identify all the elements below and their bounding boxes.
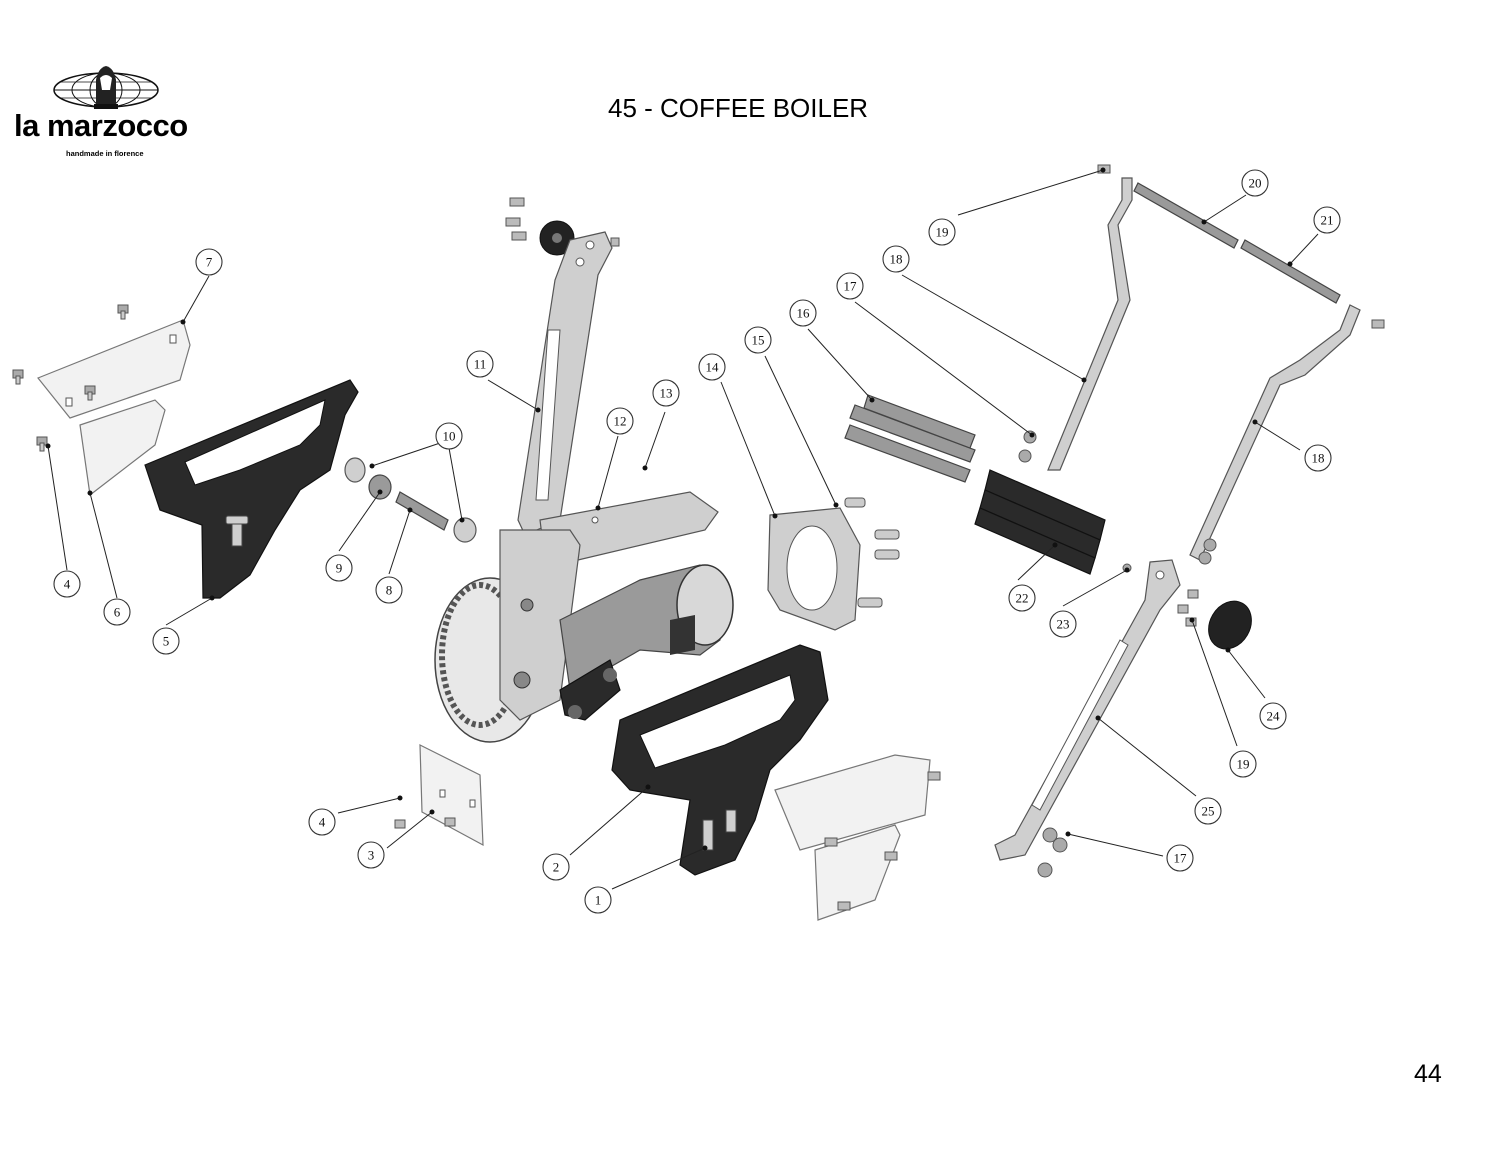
callout-6: 6 — [103, 598, 131, 626]
callout-label: 15 — [752, 333, 765, 348]
callout-23: 23 — [1049, 610, 1077, 638]
bushing-and-pin — [344, 457, 477, 543]
callout-label: 1 — [595, 893, 602, 908]
heating-element-block — [974, 469, 1106, 575]
callout-14: 14 — [698, 353, 726, 381]
callout-17-top: 17 — [836, 272, 864, 300]
callout-label: 14 — [706, 360, 720, 375]
callout-2: 2 — [542, 853, 570, 881]
callout-18-right: 18 — [1304, 444, 1332, 472]
callout-13: 13 — [652, 379, 680, 407]
callout-7: 7 — [195, 248, 223, 276]
callout-17-bottom: 17 — [1166, 844, 1194, 872]
callout-4-bottom: 4 — [308, 808, 336, 836]
callout-label: 18 — [1312, 451, 1325, 466]
callout-label: 19 — [1237, 757, 1250, 772]
callout-label: 4 — [319, 815, 326, 830]
callout-4-left: 4 — [53, 570, 81, 598]
globe-emblem — [53, 66, 159, 109]
right-bent-arm — [1189, 304, 1385, 565]
callout-label: 4 — [64, 577, 71, 592]
lower-left-glass-panel — [419, 744, 484, 847]
drum-assembly — [434, 529, 581, 743]
left-lower-glass-panel — [79, 399, 166, 497]
callout-18-top: 18 — [882, 245, 910, 273]
callout-label: 23 — [1057, 617, 1070, 632]
top-gear-and-screws — [505, 197, 620, 256]
lower-right-arm — [994, 559, 1181, 878]
callout-label: 6 — [114, 605, 121, 620]
callout-25: 25 — [1194, 797, 1222, 825]
callout-15: 15 — [744, 326, 772, 354]
callout-label: 17 — [844, 279, 858, 294]
rod-20 — [1133, 182, 1239, 249]
page-number: 44 — [1414, 1060, 1442, 1088]
callout-label: 22 — [1016, 591, 1029, 606]
callout-12: 12 — [606, 407, 634, 435]
left-side-frame — [144, 379, 359, 599]
callout-label: 13 — [660, 386, 673, 401]
callout-label: 8 — [386, 583, 393, 598]
callout-label: 21 — [1321, 213, 1334, 228]
callout-19-bottom: 19 — [1229, 750, 1257, 778]
brand-name: la marzocco — [14, 108, 188, 143]
upper-bent-arm — [1047, 164, 1133, 471]
callout-label: 12 — [614, 414, 627, 429]
motor — [559, 564, 734, 721]
callout-label: 18 — [890, 252, 903, 267]
callout-label: 2 — [553, 860, 560, 875]
left-top-glass-panel — [37, 319, 191, 419]
screw-fastener — [12, 304, 129, 452]
callout-label: 5 — [163, 634, 170, 649]
callout-5: 5 — [152, 627, 180, 655]
callout-label: 11 — [474, 357, 487, 372]
callout-label: 3 — [368, 848, 375, 863]
callout-8: 8 — [375, 576, 403, 604]
callout-label: 17 — [1174, 851, 1188, 866]
brand-tagline: handmade in florence — [66, 149, 144, 158]
callout-1: 1 — [584, 886, 612, 914]
right-glass-panels — [394, 754, 941, 921]
callout-22: 22 — [1008, 584, 1036, 612]
rod-21 — [1240, 239, 1341, 304]
callout-label: 16 — [797, 306, 811, 321]
callout-16: 16 — [789, 299, 817, 327]
leader-dots — [45, 167, 1293, 851]
callout-10: 10 — [435, 422, 463, 450]
front-side-frame — [611, 644, 829, 876]
callout-label: 10 — [443, 429, 456, 444]
page-title: 45 - COFFEE BOILER — [608, 93, 869, 123]
flange-plate — [767, 497, 900, 631]
leader-lines — [47, 169, 1319, 890]
callout-label: 25 — [1202, 804, 1215, 819]
callout-label: 9 — [336, 561, 343, 576]
callout-label: 19 — [936, 225, 949, 240]
callout-21: 21 — [1313, 206, 1341, 234]
callout-label: 24 — [1267, 709, 1281, 724]
knob — [1177, 589, 1252, 650]
heating-rods-pair — [844, 394, 976, 483]
brand-logo-emblem — [53, 66, 159, 109]
callout-9: 9 — [325, 554, 353, 582]
callout-label: 7 — [206, 255, 213, 270]
callout-3: 3 — [357, 841, 385, 869]
callout-label: 20 — [1249, 176, 1262, 191]
vertical-arm — [517, 231, 613, 536]
callout-20: 20 — [1241, 169, 1269, 197]
callout-24: 24 — [1259, 702, 1287, 730]
callout-19-top: 19 — [928, 218, 956, 246]
callout-11: 11 — [466, 350, 494, 378]
